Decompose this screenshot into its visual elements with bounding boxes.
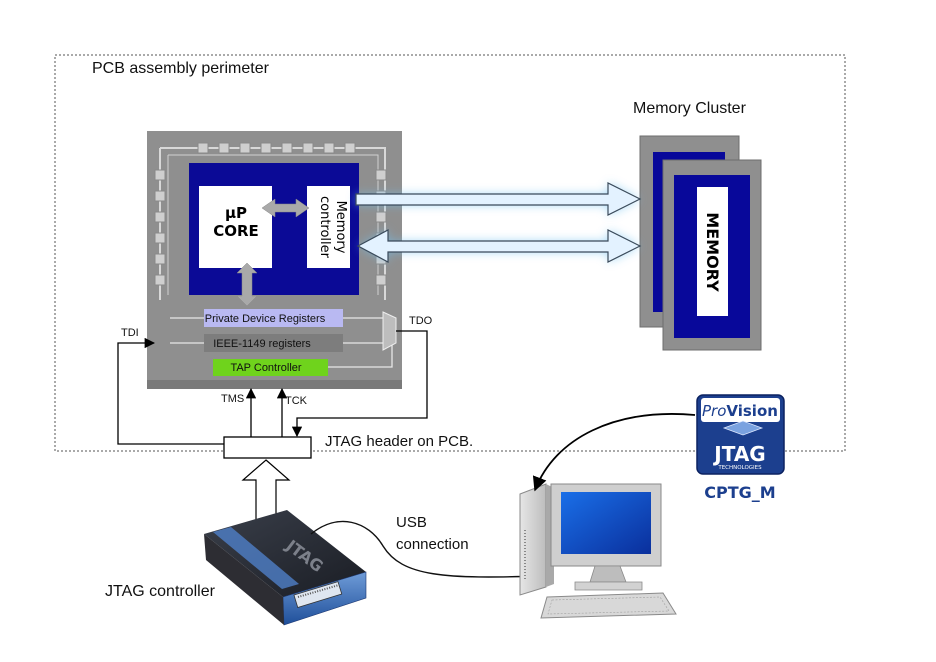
provision-jtag-logo: JTAG <box>712 442 765 466</box>
memory-chip-label: MEMORY <box>703 212 722 292</box>
tms-label: TMS <box>221 393 244 405</box>
ieee-registers <box>204 334 343 352</box>
ieee-registers-label: IEEE-1149 registers <box>213 338 311 350</box>
private-device-registers <box>204 309 343 327</box>
private-device-registers-label: Private Device Registers <box>205 313 326 325</box>
tdo-line <box>291 330 428 438</box>
tap-controller <box>213 359 328 376</box>
memory-cluster-label: Memory Cluster <box>633 100 747 117</box>
provision-pro: Pro <box>702 402 726 420</box>
pcb-perimeter-label: PCB assembly perimeter <box>92 60 270 77</box>
provision-logo: ProVision JTAG TECHNOLOGIES <box>696 394 785 475</box>
jtag-header-label: JTAG header on PCB. <box>325 433 473 450</box>
up-core-label-1: µP <box>225 204 247 222</box>
core-controller-arrow <box>261 198 310 218</box>
cpu-pins-top <box>197 142 356 154</box>
provision-tech-logo: TECHNOLOGIES <box>717 465 762 471</box>
pc-computer <box>519 483 677 619</box>
tdo-label: TDO <box>409 315 433 327</box>
memory-bus-arrows <box>355 182 642 263</box>
provision-product-label: CPTG_M <box>704 483 775 502</box>
core-registers-arrow <box>236 262 258 307</box>
tap-controller-label: TAP Controller <box>230 362 301 374</box>
memory-chip-front: MEMORY <box>662 159 762 351</box>
usb-label-2: connection <box>396 536 469 553</box>
tdi-line <box>117 337 224 445</box>
svg-text:ProVision: ProVision <box>702 402 778 420</box>
tdo-mux <box>382 311 397 351</box>
cpu-chip: µP CORE Memory controller Private Device… <box>147 131 402 389</box>
jtag-header <box>223 436 312 459</box>
up-core-box <box>199 186 272 268</box>
memory-controller-label-2: controller <box>317 196 332 259</box>
jtag-controller-label: JTAG controller <box>105 583 216 600</box>
tck-label: TCK <box>285 395 308 407</box>
provision-arrow <box>532 413 696 492</box>
provision-vision: Vision <box>726 402 778 420</box>
cpu-pins-left <box>154 169 166 286</box>
usb-cable <box>310 520 543 578</box>
memory-controller-box <box>307 186 350 268</box>
jtag-controller-device: JTAG <box>204 510 367 626</box>
memory-controller-label-1: Memory <box>333 201 348 254</box>
pcb-perimeter <box>54 54 846 452</box>
usb-label-1: USB <box>396 514 427 531</box>
tdi-label: TDI <box>121 327 139 339</box>
up-core-label-2: CORE <box>213 222 259 240</box>
